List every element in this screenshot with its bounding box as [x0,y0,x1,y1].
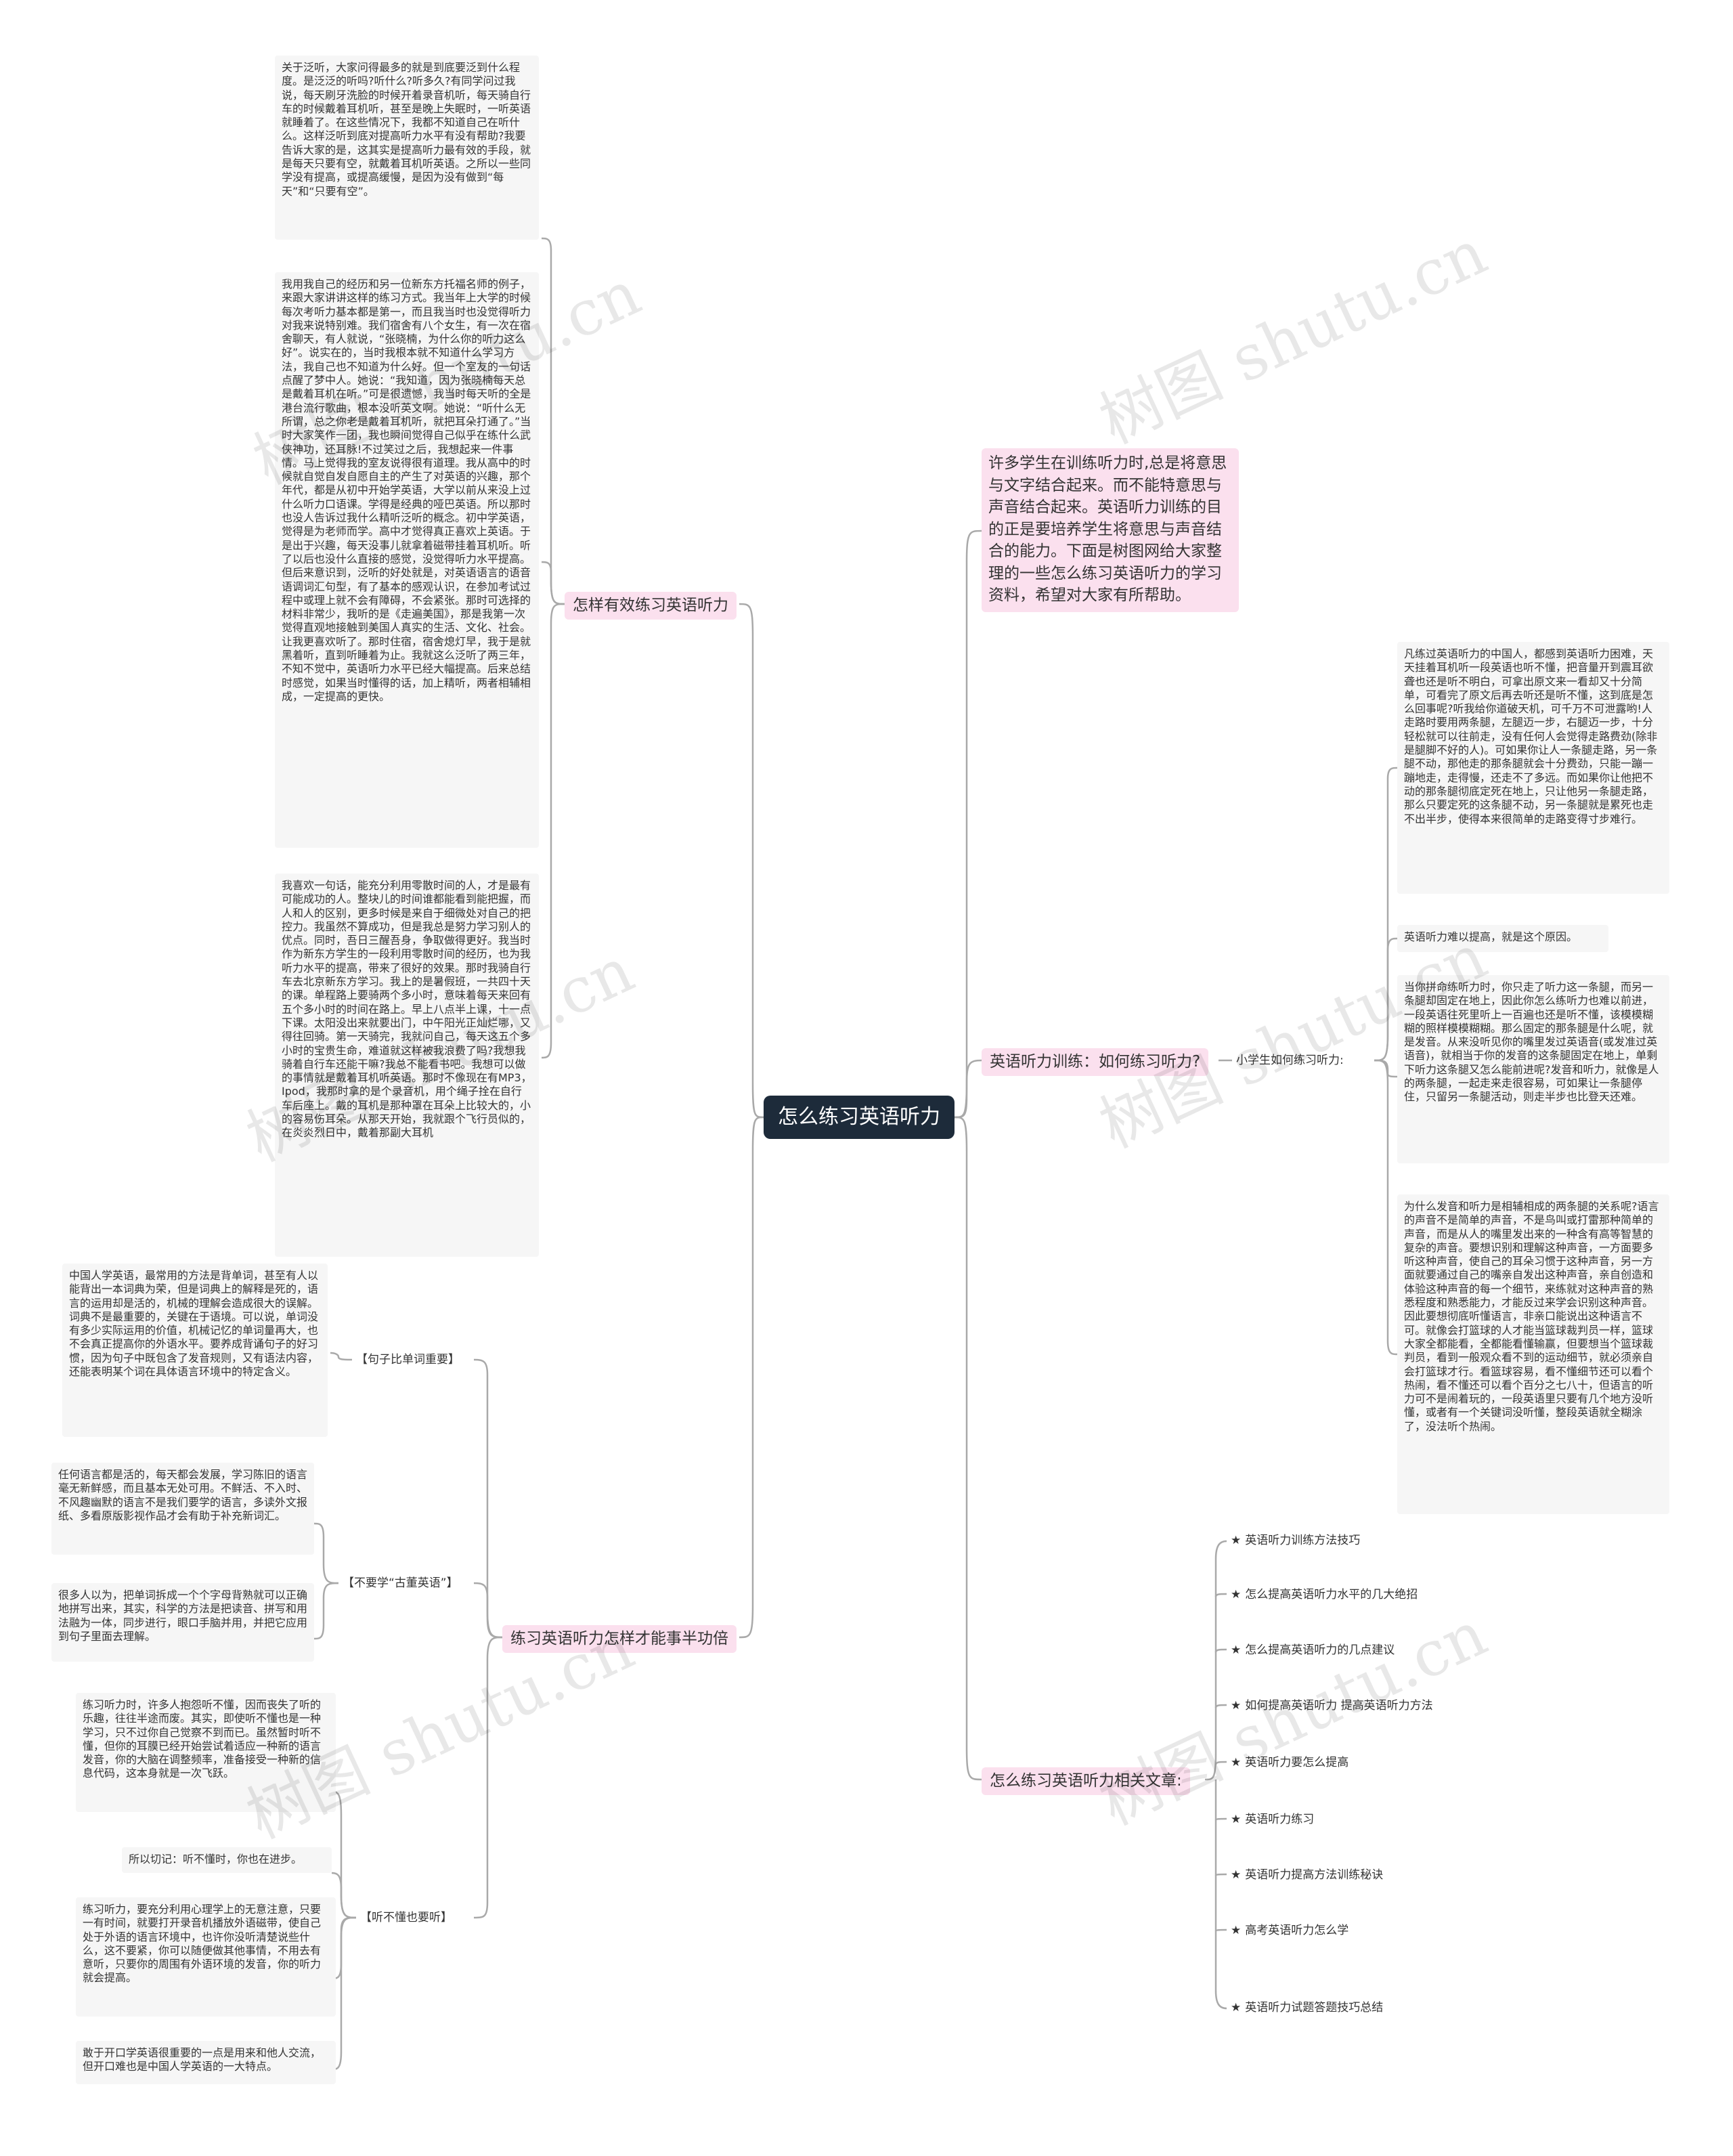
link-b4-items [1204,1540,1227,1781]
link-b1-leaf3 [541,603,565,1059]
star-icon: ★ [1231,1534,1242,1547]
leaf-not-understanding: 练习听力时，许多人抱怨听不懂，因而丧失了听的乐趣，往往半途而废。其实，即使听不懂… [76,1693,336,1812]
branch-effective-practice[interactable]: 怎样有效练习英语听力 [565,592,737,620]
sub-sentences-over-words[interactable]: 【句子比单词重要】 [352,1350,464,1369]
star-icon: ★ [1231,1813,1242,1826]
article-link-8[interactable]: ★高考英语听力怎么学 [1227,1922,1353,1939]
link-s3-leaf2 [331,1872,357,1919]
leaf-two-legs: 凡练过英语听力的中国人，都感到英语听力困难，天天挂着耳机听一段英语也听不懂，把音… [1397,642,1669,894]
root-topic[interactable]: 怎么练习英语听力 [764,1096,955,1139]
star-icon: ★ [1231,1643,1242,1657]
link-s2-leaf1 [313,1522,339,1584]
link-b1-leaf2 [541,561,565,605]
article-link-9[interactable]: ★英语听力试题答题技巧总结 [1227,1999,1388,2017]
article-link-7[interactable]: ★英语听力提高方法训练秘诀 [1227,1866,1388,1884]
link-root-intro [954,530,982,1119]
article-link-3[interactable]: ★怎么提高英语听力的几点建议 [1227,1641,1399,1659]
leaf-speaking: 敢于开口学英语很重要的一点是用来和他人交流，但开口难也是中国人学英语的一大特点。 [76,2041,336,2084]
branch-how-to-train[interactable]: 英语听力训练：如何练习听力? [982,1048,1209,1076]
branch-intro[interactable]: 许多学生在训练听力时,总是将意思与文字结合起来。而不能特意思与声音结合起来。英语… [982,448,1239,612]
article-link-2[interactable]: ★怎么提高英语听力水平的几大绝招 [1227,1586,1422,1603]
branch-efficient-practice[interactable]: 练习英语听力怎样才能事半功倍 [502,1625,737,1653]
star-icon: ★ [1231,1924,1242,1937]
leaf-sentences: 中国人学英语，最常用的方法是背单词，甚至有人以能背出一本词典为荣，但是词典上的解… [62,1264,328,1437]
leaf-personal-experience: 我用我自己的经历和另一位新东方托福名师的例子，来跟大家讲讲这样的练习方式。我当年… [275,272,539,848]
star-icon: ★ [1231,1588,1242,1601]
leaf-spare-time: 我喜欢一句话，能充分利用零散时间的人，才是最有可能成功的人。整块儿的时间谁都能看… [275,874,539,1257]
article-link-4[interactable]: ★如何提高英语听力 提高英语听力方法 [1227,1697,1437,1715]
link-b2-sub2 [473,1582,503,1639]
link-s1-leaf [330,1352,354,1361]
sub-students-listening[interactable]: 小学生如何练习听力: [1232,1051,1348,1070]
leaf-pronunciation: 当你拼命练听力时，你只走了听力这一条腿，而另一条腿却固定在地上，因此你怎么练听力… [1397,975,1669,1163]
link-sub-leaf4 [1374,1059,1398,1356]
article-link-5[interactable]: ★英语听力要怎么提高 [1227,1754,1353,1771]
link-b2-sub3 [473,1636,503,1919]
link-sub-leaf2 [1374,937,1398,1062]
link-root-branch3 [954,1059,982,1119]
link-s3-leaf4 [331,1916,357,2071]
branch-related-articles[interactable]: 怎么练习英语听力相关文章: [982,1767,1190,1795]
link-sub-leaf1 [1374,767,1398,1062]
link-root-branch2 [739,1116,764,1639]
star-icon: ★ [1231,1756,1242,1769]
leaf-complementary: 为什么发音和听力是相辅相成的两条腿的关系呢?语言的声音不是简单的声音，不是鸟叫或… [1397,1194,1669,1514]
sub-listen-anyway[interactable]: 【听不懂也要听】 [356,1908,456,1927]
article-link-6[interactable]: ★英语听力练习 [1227,1811,1319,1828]
leaf-still-progress: 所以切记：听不懂时，你也在进步。 [122,1847,332,1873]
leaf-living-language: 任何语言都是活的，每天都会发展，学习陈旧的语言毫无新鲜感，而且基本无处可用。不鲜… [51,1463,314,1555]
link-root-branch4 [954,1116,982,1781]
star-icon: ★ [1231,1699,1242,1712]
star-icon: ★ [1231,1868,1242,1882]
article-link-1[interactable]: ★英语听力训练方法技巧 [1227,1532,1365,1549]
link-b1-leaf1 [541,237,565,605]
leaf-reason: 英语听力难以提高，就是这个原因。 [1397,925,1608,952]
link-sub-leaf3 [1374,1059,1398,1078]
link-s2-leaf2 [313,1582,339,1640]
link-root-branch1 [739,603,764,1119]
leaf-spelling: 很多人以为，把单词拆成一个个字母背熟就可以正确地拼写出来，其实，科学的方法是把读… [51,1583,314,1662]
star-icon: ★ [1231,2001,1242,2014]
leaf-extensive-listening: 关于泛听，大家问得最多的就是到底要泛到什么程度。是泛泛的听吗?听什么?听多久?有… [275,56,539,240]
sub-no-antique-english[interactable]: 【不要学“古董英语”】 [338,1574,462,1593]
leaf-unintentional-attention: 练习听力，要充分利用心理学上的无意注意，只要一有时间，就要打开录音机播放外语磁带… [76,1897,336,2017]
